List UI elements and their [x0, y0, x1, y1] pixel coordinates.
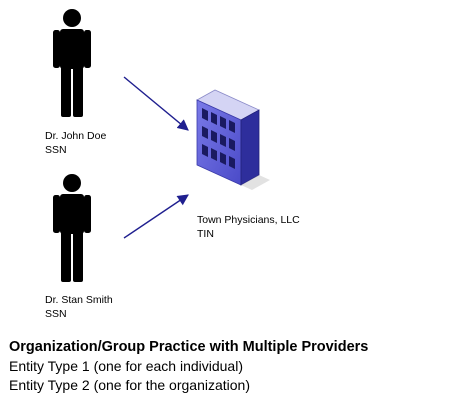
arrow-person-1-to-org: [123, 76, 189, 131]
diagram: Dr. John Doe SSN Dr. Stan Smith SSN: [45, 9, 300, 320]
person-1-id-label: SSN: [45, 144, 67, 156]
caption-title: Organization/Group Practice with Multipl…: [9, 339, 369, 355]
caption-line-entity-type-2: Entity Type 2 (one for the organization): [9, 377, 250, 393]
person-2-name: Dr. Stan Smith: [45, 294, 113, 306]
caption: Organization/Group Practice with Multipl…: [9, 338, 469, 395]
person-1-name: Dr. John Doe: [45, 130, 106, 142]
person-2-id-label: SSN: [45, 308, 67, 320]
person-icon-stan-smith: [53, 174, 91, 282]
building-icon: [196, 89, 270, 190]
arrow-person-2-to-org: [123, 194, 189, 239]
organization-name: Town Physicians, LLC: [197, 214, 300, 226]
caption-line-entity-type-1: Entity Type 1 (one for each individual): [9, 358, 243, 374]
person-icon-john-doe: [53, 9, 91, 117]
organization-id-label: TIN: [197, 228, 214, 240]
